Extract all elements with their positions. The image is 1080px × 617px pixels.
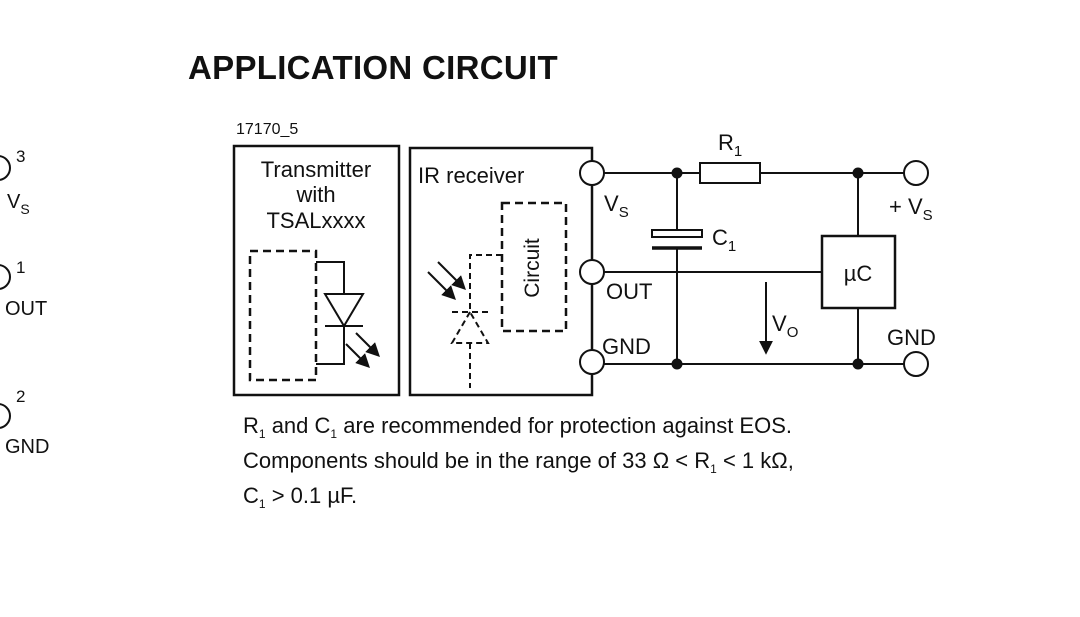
- junction-dot: [852, 358, 864, 370]
- junction-dot: [852, 167, 864, 179]
- label-r1: R1: [718, 130, 742, 160]
- pin-out: 1 OUT: [0, 258, 47, 320]
- terminal-plus-vs: [903, 160, 929, 186]
- junction-dot: [671, 358, 683, 370]
- led-wire-bottom: [316, 326, 345, 365]
- external-wiring: [604, 172, 904, 365]
- terminal-vs: [579, 160, 605, 186]
- protection-note: R1 and C1 are recommended for protection…: [243, 410, 794, 515]
- emission-arrow-icon-1: [355, 332, 380, 357]
- pin-gnd-terminal: [0, 403, 11, 429]
- label-gnd: GND: [602, 334, 651, 359]
- label-vs: VS: [604, 191, 629, 221]
- photodiode-wire-top: [469, 254, 502, 312]
- label-gnd-right: GND: [887, 325, 936, 350]
- pin-vs-label: VS: [7, 191, 30, 217]
- label-microcontroller: µC: [844, 261, 873, 286]
- terminal-gnd: [579, 349, 605, 375]
- pin-gnd-label: GND: [5, 436, 49, 458]
- page-title: APPLICATION CIRCUIT: [188, 49, 558, 86]
- note-line-1: R1 and C1 are recommended for protection…: [243, 413, 792, 441]
- transmitter-driver-dashed-box: [248, 249, 318, 382]
- transmitter-box: [232, 144, 401, 397]
- capacitor-c1-plate-top: [651, 229, 703, 238]
- label-plus-vs: + VS: [889, 194, 933, 224]
- junction-dot: [671, 167, 683, 179]
- pin-gnd: 2 GND: [0, 387, 49, 458]
- figure-id: 17170_5: [236, 121, 298, 138]
- resistor-r1: [699, 162, 761, 184]
- incoming-ir-arrow-icon-2: [437, 261, 466, 290]
- pin-vs-number: 3: [16, 147, 25, 166]
- terminal-out: [579, 259, 605, 285]
- led-diode-icon: [323, 293, 365, 328]
- note-line-3: C1 > 0.1 µF.: [243, 483, 358, 511]
- transmitter-label-3: TSALxxxx: [266, 208, 365, 233]
- emission-arrow-icon-2: [345, 343, 370, 368]
- incoming-ir-arrow-icon-1: [427, 271, 456, 300]
- transmitter-block: Transmitter with TSALxxxx: [232, 144, 401, 397]
- pin-out-label: OUT: [5, 298, 47, 320]
- transmitter-label-1: Transmitter: [261, 157, 371, 182]
- microcontroller-box: [820, 234, 897, 310]
- receiver-circuit-label: Circuit: [521, 238, 544, 298]
- ir-receiver-block: IR receiver Circuit: [408, 146, 594, 397]
- label-c1: C1: [712, 225, 736, 255]
- photodiode-icon: [450, 310, 490, 344]
- pin-out-number: 1: [16, 258, 25, 277]
- pin-vs: 3 VS: [0, 147, 30, 217]
- pin-vs-terminal: [0, 155, 11, 181]
- ir-receiver-label: IR receiver: [418, 163, 524, 188]
- terminal-gnd-right: [903, 351, 929, 377]
- transmitter-label-2: with: [295, 182, 335, 207]
- receiver-circuit-dashed-box: [500, 201, 568, 333]
- led-wire-top: [316, 261, 345, 294]
- note-line-2: Components should be in the range of 33 …: [243, 448, 794, 476]
- label-vo: VO: [772, 311, 798, 341]
- label-out: OUT: [606, 279, 652, 304]
- pin-out-terminal: [0, 264, 11, 290]
- pin-gnd-number: 2: [16, 387, 25, 406]
